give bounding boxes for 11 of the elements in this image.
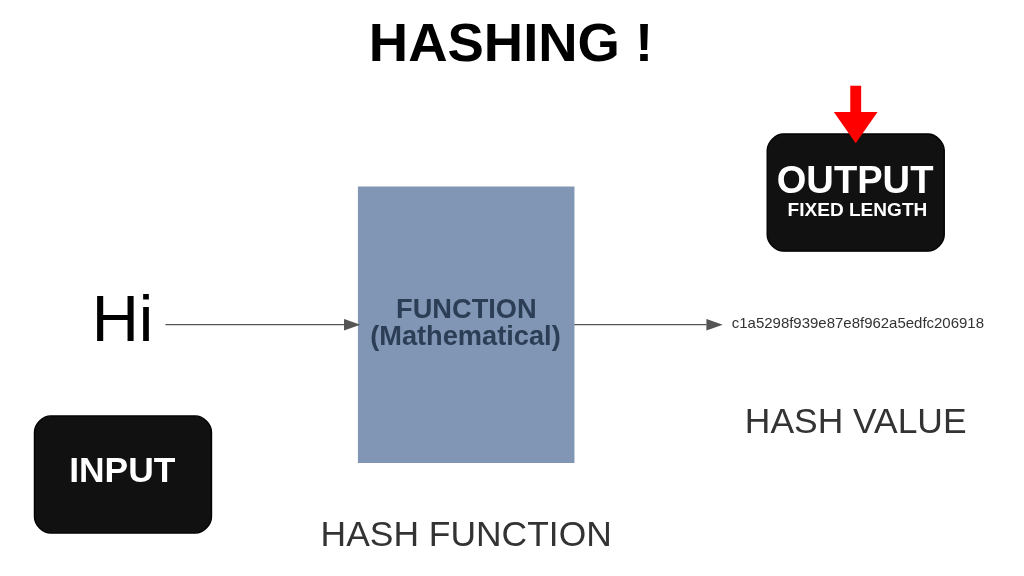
node-box: FUNCTION (Mathematical)	[357, 186, 574, 463]
node-label: HASH VALUE	[744, 400, 967, 441]
arrow	[573, 318, 723, 331]
node-box: OUTPUT FIXED LENGTH	[766, 133, 945, 252]
node-label: HASH FUNCTION	[320, 513, 612, 554]
arrow	[164, 318, 360, 331]
node-box: INPUT	[33, 415, 212, 534]
arrow	[833, 85, 878, 144]
diagram-title: HASHING !	[368, 12, 653, 74]
node-text: Hi	[91, 281, 153, 355]
node-text: c1a5298f939e87e8f962a5edfc206918	[731, 314, 984, 332]
